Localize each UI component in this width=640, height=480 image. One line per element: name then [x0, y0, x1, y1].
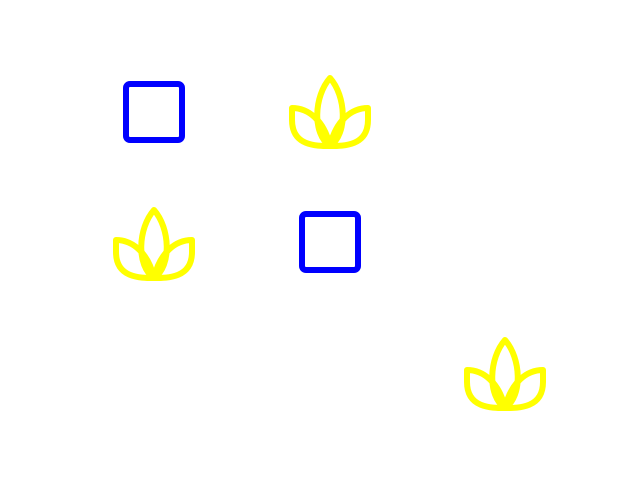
lotus-icon — [289, 75, 371, 149]
lotus-icon — [113, 207, 195, 281]
square-outline-icon — [299, 211, 361, 273]
square-outline-icon — [123, 81, 185, 143]
lotus-icon — [464, 337, 546, 411]
